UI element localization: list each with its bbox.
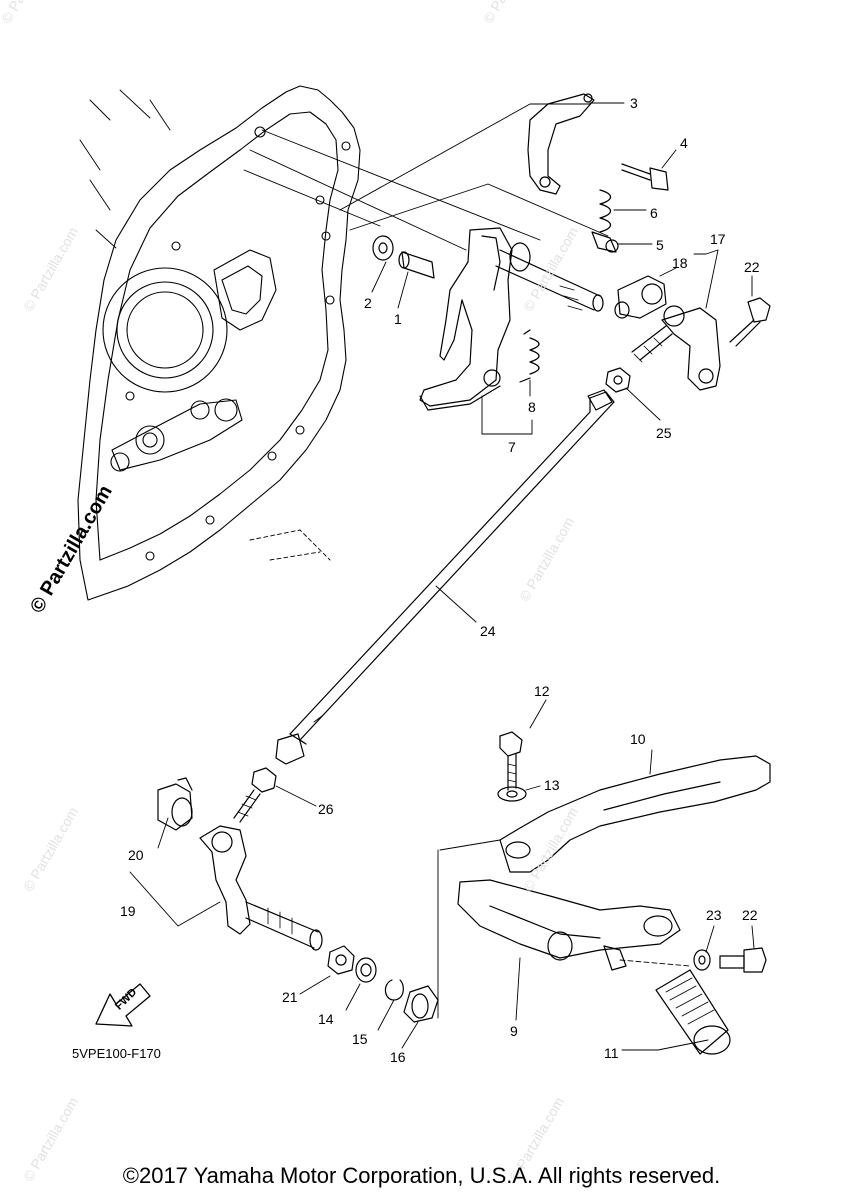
callout-9: 9 — [510, 1023, 518, 1039]
shift-shaft-assembly — [372, 93, 771, 411]
callout-5: 5 — [656, 237, 664, 253]
callout-6: 6 — [650, 205, 658, 221]
callout-22-upper: 22 — [744, 259, 760, 275]
callout-2: 2 — [364, 295, 372, 311]
diagram-code: 5VPE100-F170 — [72, 1046, 161, 1061]
shift-pedal-assembly — [157, 731, 771, 1055]
callout-1: 1 — [394, 311, 402, 327]
callout-17: 17 — [710, 231, 726, 247]
callout-23: 23 — [706, 907, 722, 923]
callout-24: 24 — [480, 623, 496, 639]
callout-4: 4 — [680, 135, 688, 151]
nut-26 — [251, 767, 277, 793]
callout-8: 8 — [528, 399, 536, 415]
alignment-leaders — [243, 103, 609, 251]
callout-3: 3 — [630, 95, 638, 111]
callout-13: 13 — [544, 777, 560, 793]
callout-14: 14 — [318, 1011, 334, 1027]
fwd-arrow-icon — [95, 983, 151, 1027]
callout-18: 18 — [672, 255, 688, 271]
callout-11: 11 — [604, 1045, 619, 1061]
callout-26: 26 — [318, 801, 334, 817]
callout-leaders — [129, 102, 755, 1051]
callout-7: 7 — [508, 439, 516, 455]
callout-25: 25 — [656, 425, 672, 441]
callout-22-lower: 22 — [742, 907, 758, 923]
callout-12: 12 — [534, 683, 550, 699]
callout-15: 15 — [352, 1031, 368, 1047]
callout-10: 10 — [630, 731, 646, 747]
crankcase-cover — [77, 85, 361, 601]
callout-16: 16 — [390, 1049, 406, 1065]
copyright-footer: ©2017 Yamaha Motor Corporation, U.S.A. A… — [122, 1163, 721, 1188]
shift-rod — [275, 389, 615, 765]
callout-19: 19 — [120, 903, 136, 919]
callout-20: 20 — [128, 847, 144, 863]
callout-21: 21 — [282, 989, 298, 1005]
